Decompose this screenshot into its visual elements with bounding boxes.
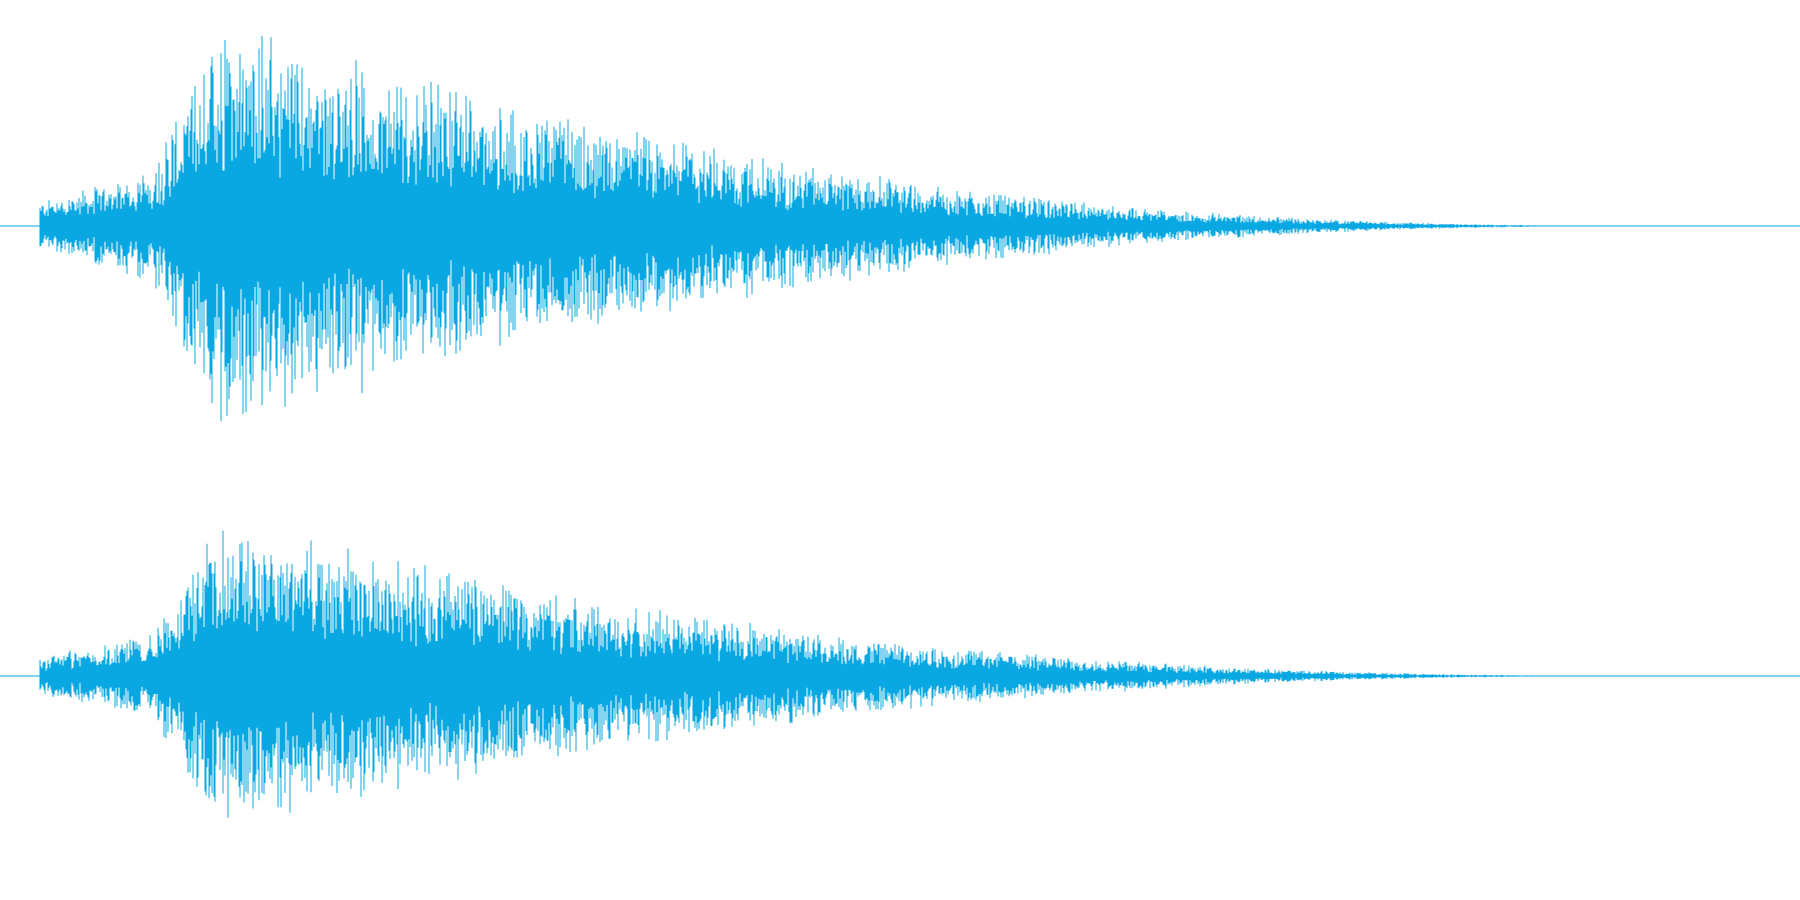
channel-2-waveform — [39, 530, 1584, 818]
channel-1-waveform — [39, 36, 1595, 422]
